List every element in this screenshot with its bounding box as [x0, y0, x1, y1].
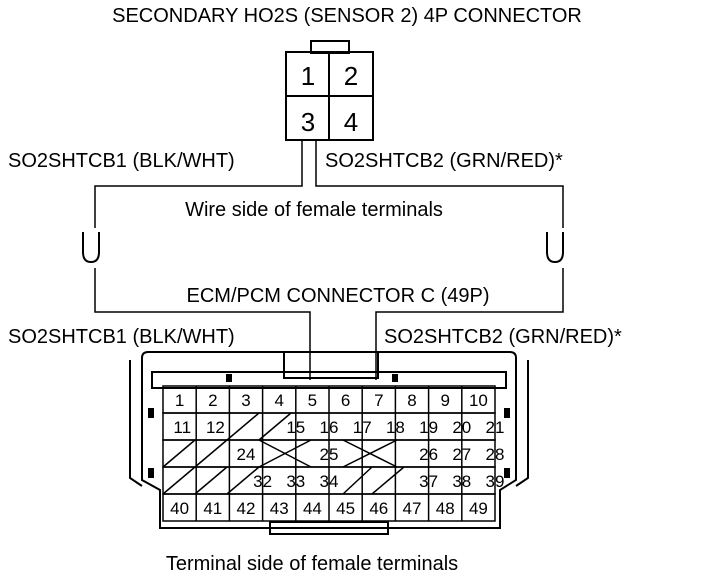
sensor-pin: 2: [344, 61, 358, 91]
ecm-pin-label: 45: [336, 499, 355, 518]
ecm-pin-label: 34: [320, 472, 339, 491]
ecm-pin-label: 1: [175, 391, 184, 410]
ecm-pin-label: 6: [341, 391, 350, 410]
wire-side-label: Wire side of female terminals: [185, 199, 443, 221]
sensor-connector: 1 2 3 4: [285, 40, 374, 141]
ecm-pin-label: 44: [303, 499, 322, 518]
terminal-side-label: Terminal side of female terminals: [166, 553, 458, 575]
wire-so2shtcb1: [82, 140, 311, 380]
ecm-pin-label: 40: [170, 499, 189, 518]
ecm-pin-label: 5: [308, 391, 317, 410]
ecm-pin-label: 49: [469, 499, 488, 518]
sensor-pin: 4: [344, 107, 358, 137]
wire-label-lower-right: SO2SHTCB2 (GRN/RED)*: [384, 326, 622, 348]
ecm-pin-label: 19: [419, 418, 438, 437]
ecm-pin-label: 20: [452, 418, 471, 437]
ecm-pin-label: 10: [469, 391, 488, 410]
ecm-blank-cells: [162, 412, 405, 495]
wire-label-upper-left: SO2SHTCB1 (BLK/WHT): [8, 150, 235, 172]
ecm-pin-label: 18: [386, 418, 405, 437]
ecm-pin-label: 28: [486, 445, 505, 464]
ecm-pin-label: 42: [237, 499, 256, 518]
ecm-pin-label: 3: [241, 391, 250, 410]
ecm-pin-label: 4: [274, 391, 283, 410]
ecm-pin-label: 26: [419, 445, 438, 464]
ecm-pin-label: 21: [486, 418, 505, 437]
ecm-pin-label: 43: [270, 499, 289, 518]
ecm-pin-label: 17: [353, 418, 372, 437]
sensor-pin: 3: [301, 107, 315, 137]
ecm-pin-label: 25: [320, 445, 339, 464]
wire-so2shtcb2: [315, 140, 564, 380]
ecm-pin-label: 46: [369, 499, 388, 518]
ecm-pin-label: 15: [286, 418, 305, 437]
ecm-connector-label: ECM/PCM CONNECTOR C (49P): [187, 285, 490, 307]
ecm-pin-label: 7: [374, 391, 383, 410]
ecm-pin-label: 33: [286, 472, 305, 491]
ecm-pin-label: 48: [436, 499, 455, 518]
ecm-pin-label: 47: [403, 499, 422, 518]
ecm-pin-label: 32: [253, 472, 272, 491]
sensor-pin: 1: [301, 61, 315, 91]
ecm-pin-label: 16: [320, 418, 339, 437]
ecm-pin-label: 41: [203, 499, 222, 518]
ecm-pin-label: 39: [486, 472, 505, 491]
ecm-pin-label: 12: [206, 418, 225, 437]
ecm-pin-label: 11: [173, 418, 191, 437]
ecm-pin-label: 9: [440, 391, 449, 410]
wire-label-upper-right: SO2SHTCB2 (GRN/RED)*: [325, 150, 563, 172]
diagram-title: SECONDARY HO2S (SENSOR 2) 4P CONNECTOR: [112, 5, 582, 27]
ecm-pin-label: 38: [452, 472, 471, 491]
ecm-pin-label: 2: [208, 391, 217, 410]
ecm-pin-label: 27: [452, 445, 471, 464]
ecm-pin-label: 24: [237, 445, 256, 464]
ecm-pin-label: 8: [407, 391, 416, 410]
wire-label-lower-left: SO2SHTCB1 (BLK/WHT): [8, 326, 235, 348]
ecm-pin-label: 37: [419, 472, 438, 491]
